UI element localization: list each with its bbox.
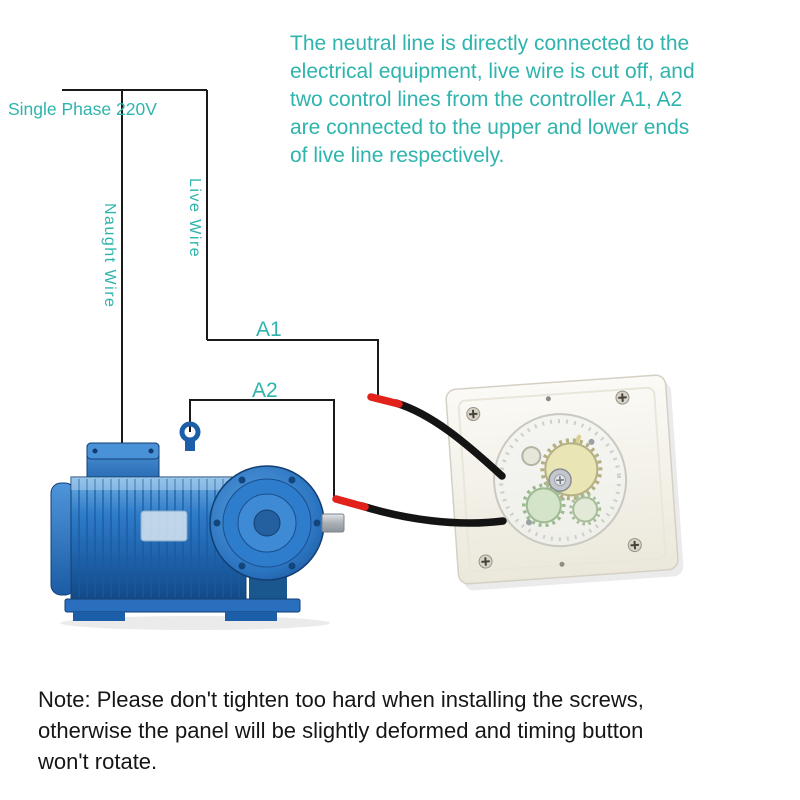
timer-tick-ring <box>499 419 622 542</box>
lid-bolt <box>148 448 154 454</box>
panel-hole <box>545 396 551 402</box>
label-single-phase-220v: Single Phase 220V <box>8 99 157 119</box>
panel-hole <box>559 561 565 567</box>
gear-large-teeth <box>540 438 603 501</box>
panel-inner-bevel <box>457 386 667 573</box>
motor-body-highlight <box>71 477 246 490</box>
lid-bolt <box>92 448 98 454</box>
cable-a1-red-terminal <box>367 393 403 408</box>
front-face-bolts <box>213 476 321 570</box>
motor-shaft <box>321 513 345 533</box>
gear-tiny <box>521 446 542 467</box>
label-naught-wire: Naught Wire <box>101 203 118 309</box>
shaft-slot <box>559 476 562 485</box>
gear-medium <box>525 487 562 524</box>
mech-screw <box>588 438 595 445</box>
a2-wire-line <box>189 399 335 499</box>
description-text: The neutral line is directly connected t… <box>290 32 695 167</box>
motor-base <box>64 598 301 613</box>
eyebolt-stem <box>185 439 195 451</box>
motor-foot <box>73 612 125 621</box>
label-terminal-a2: A2 <box>252 379 278 402</box>
cable-a1 <box>392 399 506 480</box>
motor-illustration <box>50 421 345 630</box>
gear-small-teeth <box>569 493 602 526</box>
timer-switch-illustration <box>445 374 684 591</box>
junction-box-lid <box>86 442 160 460</box>
cable-a2-red-terminal <box>332 495 369 511</box>
gear-small <box>572 496 599 523</box>
front-hub <box>253 509 281 537</box>
installation-note-text: Note: Please don't tighten too hard when… <box>38 687 644 774</box>
label-live-wire: Live Wire <box>186 178 203 259</box>
eyebolt-ring <box>179 421 201 443</box>
circuit-wires <box>62 89 379 499</box>
label-terminal-a1: A1 <box>256 318 282 341</box>
mech-screw <box>525 519 532 526</box>
motor-nameplate <box>140 510 188 542</box>
cable-a2 <box>358 502 507 527</box>
connection-cables <box>332 393 507 527</box>
motor-foot <box>225 612 277 621</box>
a1-wire-line <box>207 339 379 397</box>
